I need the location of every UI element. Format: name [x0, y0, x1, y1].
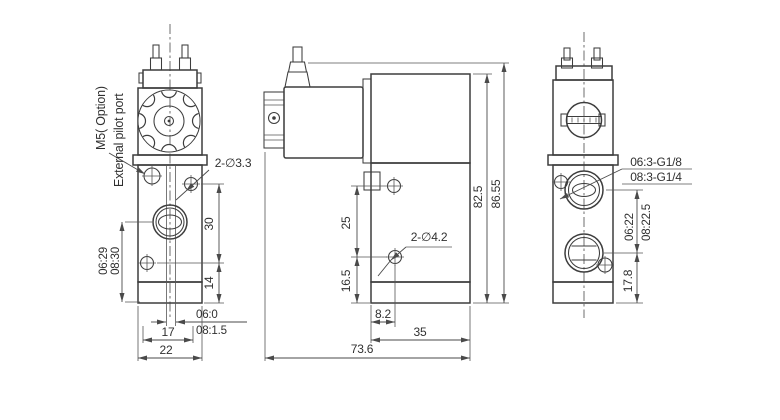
connector-screw: [267, 111, 281, 125]
dim-label-25: 25: [339, 216, 353, 229]
din-connector-cap: [263, 91, 285, 149]
left-view-body-outline: [132, 44, 208, 326]
side-tab: [363, 171, 381, 191]
dim-label-82-5: 82.5: [471, 185, 485, 208]
terminal-pin: [593, 47, 601, 61]
middle-view: 25 16.5 2-∅4.2 8.2 35 73.6 82.5 86.55: [263, 46, 509, 361]
right-view-texts: 06:3-G1/8 08:3-G1/4 06:22 08:22.5 17.8: [621, 155, 683, 292]
knurled-knob: [137, 89, 201, 153]
pilot-body: [370, 73, 471, 164]
coil-housing-face: [552, 79, 614, 156]
dim-label-17-8: 17.8: [621, 269, 635, 292]
dim-label-offset-08: 08:1.5: [196, 325, 227, 337]
dim-label-17: 17: [162, 325, 175, 339]
right-view-dimensions: [559, 168, 692, 304]
port-5: [564, 233, 604, 273]
valve-body-side: [370, 162, 471, 283]
dim-label-30: 30: [202, 217, 216, 230]
middle-view-holes: [385, 177, 404, 266]
right-view-outline: [547, 47, 619, 304]
mounting-holes-callout: 2-∅4.2: [411, 230, 448, 244]
middle-view-texts: 25 16.5 2-∅4.2 8.2 35 73.6 82.5 86.55: [339, 179, 503, 356]
dim-label-8-2: 8.2: [375, 307, 392, 321]
port-callout-08: 08:3-G1/4: [630, 170, 682, 184]
dim-label-86-55: 86.55: [489, 179, 503, 209]
dim-label-35: 35: [414, 325, 427, 339]
right-view-holes: [552, 170, 614, 274]
left-view-holes: [138, 166, 200, 272]
external-pilot-port-label: External pilot port: [112, 93, 126, 187]
dim-label-08-22-5: 08:22.5: [641, 204, 653, 241]
armature-tube: [362, 78, 372, 164]
coil-housing-side: [283, 86, 364, 159]
right-view: 06:3-G1/8 08:3-G1/4 06:22 08:22.5 17.8: [547, 32, 692, 318]
sub-base-side: [370, 281, 471, 304]
middle-view-outline: [263, 46, 471, 304]
manual-override-screw: [560, 101, 606, 139]
dim-label-16-5: 16.5: [339, 269, 353, 292]
port-hole: [152, 204, 188, 240]
m5-option-label: M5( Option): [94, 86, 108, 150]
dim-label-14: 14: [202, 276, 216, 289]
left-view-texts: M5( Option) External pilot port 2-∅3.3 0…: [94, 86, 252, 357]
cable-entry: [292, 46, 303, 63]
dim-label-08-30: 08:30: [110, 247, 122, 275]
dim-label-06-22: 06:22: [624, 213, 636, 241]
terminal-pin: [563, 47, 571, 61]
dim-label-offset-06: 06:0: [196, 309, 218, 321]
sub-base: [137, 281, 203, 304]
mounting-holes-callout: 2-∅3.3: [215, 156, 252, 170]
terminal-pin: [152, 44, 160, 59]
port-3: [564, 170, 604, 210]
flange-band: [547, 154, 619, 166]
left-view-dimensions: [108, 152, 247, 361]
sub-base-face: [552, 281, 614, 304]
left-view: M5( Option) External pilot port 2-∅3.3 0…: [94, 24, 252, 361]
terminal-pin: [181, 44, 189, 59]
dim-label-73-6: 73.6: [351, 342, 374, 356]
port-callout-06: 06:3-G1/8: [630, 155, 682, 169]
middle-view-dimensions: [264, 62, 509, 361]
valve-body-face: [552, 164, 614, 283]
dim-label-06-29: 06:29: [98, 247, 110, 275]
dim-label-22: 22: [160, 343, 173, 357]
leader-line: [108, 152, 146, 175]
